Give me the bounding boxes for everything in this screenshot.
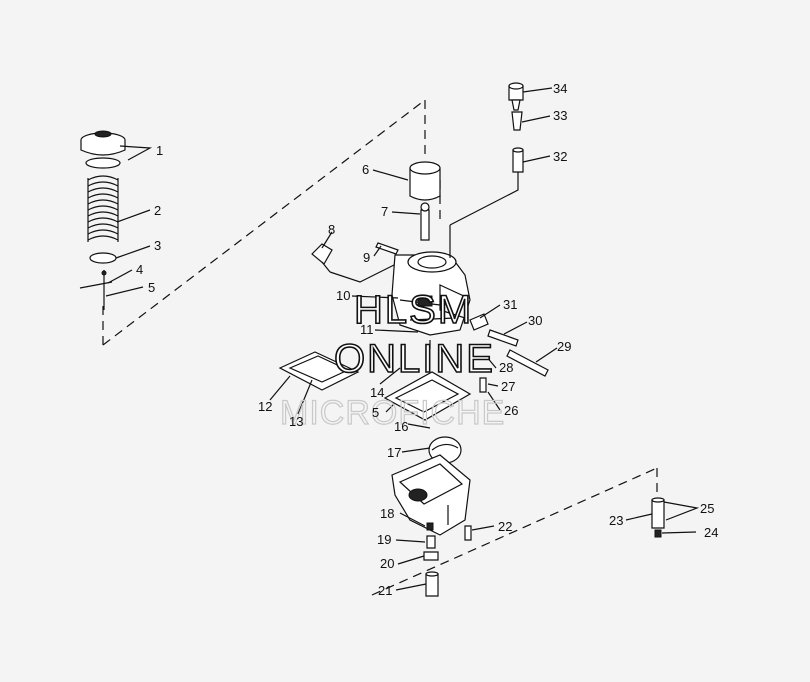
screw-22 [464, 525, 472, 541]
spring-seat [89, 252, 117, 264]
watermark-line1: HLSM [354, 288, 473, 332]
callout-19: 19 [377, 532, 391, 547]
throttle-spring [87, 175, 119, 242]
screw-27 [479, 377, 487, 393]
callout-16: 16 [394, 419, 408, 434]
callout-31: 31 [503, 297, 517, 312]
callout-9: 9 [363, 250, 370, 265]
watermark: MICROFICHE HLSM ONLINE [279, 287, 505, 432]
callout-labels: 1 2 3 4 5 6 7 8 9 10 11 12 13 14 5 16 17… [136, 81, 718, 598]
callout-12: 12 [258, 399, 272, 414]
callout-34: 34 [553, 81, 567, 96]
callout-22: 22 [498, 519, 512, 534]
jet-18 [426, 522, 434, 531]
bowl-gasket [383, 371, 472, 421]
rod-30 [487, 329, 519, 347]
valve-32 [512, 147, 524, 173]
cap-34 [508, 82, 524, 111]
callout-27: 27 [501, 379, 515, 394]
callout-20: 20 [380, 556, 394, 571]
valve-33 [511, 111, 523, 131]
screw-24 [654, 529, 662, 538]
callout-2: 2 [154, 203, 161, 218]
carburetor-body [329, 172, 519, 336]
callout-24: 24 [704, 525, 718, 540]
callout-11: 11 [360, 322, 374, 337]
washer-20 [423, 551, 439, 561]
jet-19 [426, 535, 436, 549]
callout-25: 25 [700, 501, 714, 516]
callout-13: 13 [289, 414, 303, 429]
callout-7: 7 [381, 204, 388, 219]
slide-needle [420, 202, 430, 241]
drain-21 [425, 571, 439, 597]
fitting-31 [469, 313, 489, 331]
watermark-line2: ONLINE [334, 337, 495, 381]
callout-26: 26 [504, 403, 518, 418]
watermark-line3: MICROFICHE [280, 394, 505, 432]
callout-8: 8 [328, 222, 335, 237]
callout-17: 17 [387, 445, 401, 460]
leader-lines [105, 87, 700, 591]
callout-28: 28 [499, 360, 513, 375]
callout-14: 14 [370, 385, 384, 400]
callout-3: 3 [154, 238, 161, 253]
callout-33: 33 [553, 108, 567, 123]
callout-5b: 5 [372, 405, 379, 420]
choke-plunger [311, 243, 333, 273]
callout-4: 4 [136, 262, 143, 277]
callout-6: 6 [362, 162, 369, 177]
float-bowl [391, 454, 471, 536]
callout-30: 30 [528, 313, 542, 328]
callout-32: 32 [553, 149, 567, 164]
pilot-screw [375, 242, 399, 255]
callout-18: 18 [380, 506, 394, 521]
throttle-slide [409, 161, 441, 201]
callout-21: 21 [378, 583, 392, 598]
throttle-cap-assembly [80, 130, 126, 169]
callout-29: 29 [557, 339, 571, 354]
gasket-12 [278, 351, 360, 391]
callout-1: 1 [156, 143, 163, 158]
jet-needle [79, 270, 113, 310]
rod-29 [506, 349, 549, 377]
callout-10: 10 [336, 288, 350, 303]
callout-23: 23 [609, 513, 623, 528]
callout-5: 5 [148, 280, 155, 295]
fitting-23 [651, 497, 665, 529]
